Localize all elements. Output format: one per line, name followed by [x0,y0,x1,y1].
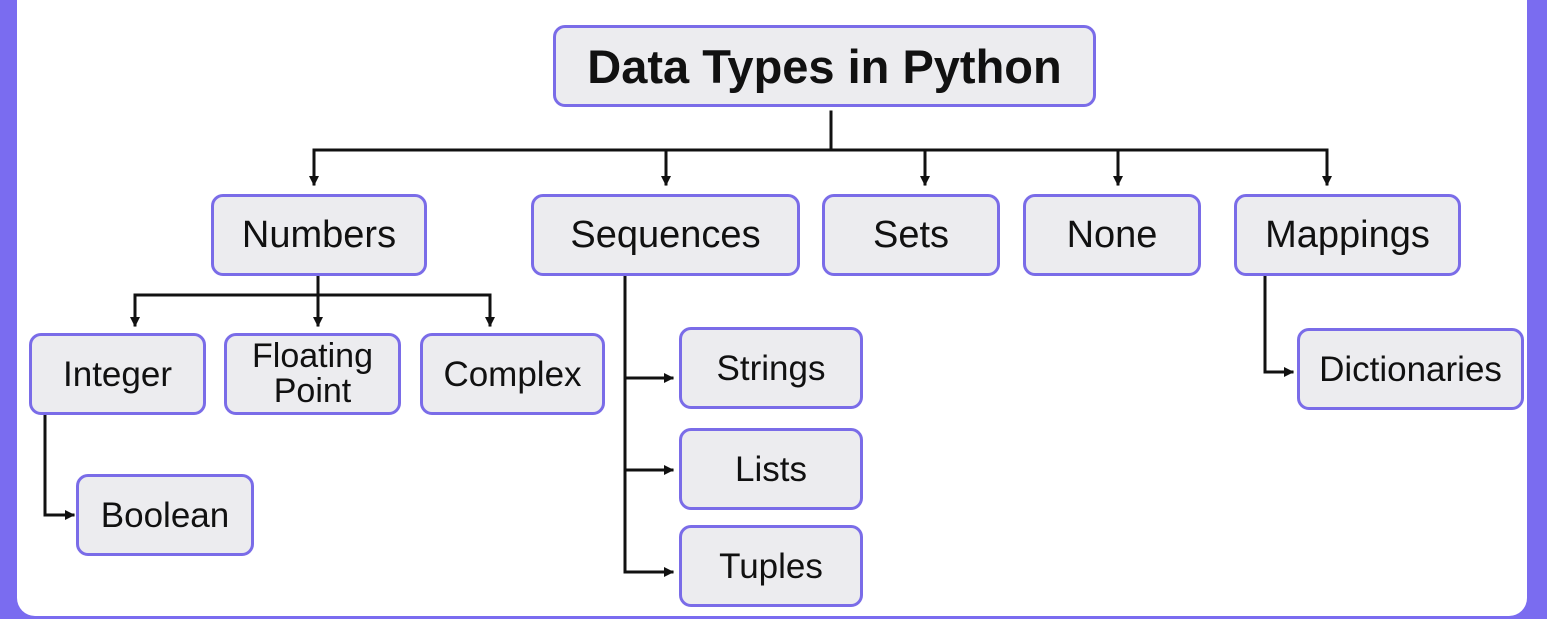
boolean-node: Boolean [76,474,254,556]
sequences-label: Sequences [570,214,761,256]
tuples-node: Tuples [679,525,863,607]
cropped-title-decoration [627,0,1037,4]
mappings-label: Mappings [1265,214,1430,256]
none-node: None [1023,194,1201,276]
strings-label: Strings [716,348,826,388]
lists-node: Lists [679,428,863,510]
numbers-label: Numbers [241,214,397,256]
strings-node: Strings [679,327,863,409]
dictionaries-label: Dictionaries [1319,349,1502,389]
floating-point-label: Floating Point [252,339,373,408]
integer-node: Integer [29,333,206,415]
dictionaries-node: Dictionaries [1297,328,1524,410]
lists-label: Lists [735,449,807,489]
integer-label: Integer [63,354,172,394]
tuples-label: Tuples [719,546,823,586]
complex-label: Complex [443,354,582,394]
mappings-node: Mappings [1234,194,1461,276]
complex-node: Complex [420,333,605,415]
root-label: Data Types in Python [587,39,1062,93]
root-node: Data Types in Python [553,25,1096,107]
numbers-node: Numbers [211,194,427,276]
floating-point-node: Floating Point [224,333,401,415]
sets-label: Sets [872,214,950,256]
boolean-label: Boolean [100,495,230,535]
none-label: None [1066,214,1158,256]
sequences-node: Sequences [531,194,800,276]
floating-point-line-2: Point [273,372,352,410]
sets-node: Sets [822,194,1000,276]
floating-point-line-1: Floating [252,337,373,376]
